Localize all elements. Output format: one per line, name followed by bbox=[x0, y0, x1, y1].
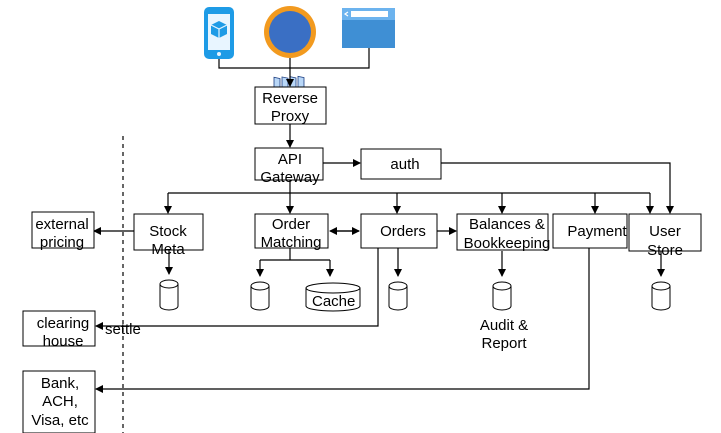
balances-bookkeeping-node: Balances &Bookkeeping bbox=[456, 213, 551, 252]
connectors bbox=[93, 48, 674, 393]
auth-node: auth bbox=[360, 148, 442, 180]
svg-text:Orders: Orders bbox=[380, 223, 426, 240]
audit-report-label: Audit &Report bbox=[480, 317, 528, 352]
svg-text:Bank,ACH,Visa, etc: Bank,ACH,Visa, etc bbox=[31, 375, 89, 429]
cache-label: Cache bbox=[312, 293, 355, 310]
svg-text:Balances &Bookkeeping: Balances &Bookkeeping bbox=[464, 216, 551, 252]
web-browser-icon bbox=[342, 8, 395, 48]
svg-text:Payment: Payment bbox=[567, 223, 627, 240]
balances-database bbox=[492, 281, 512, 311]
order-matching-database bbox=[250, 281, 270, 311]
svg-text:auth: auth bbox=[390, 156, 419, 173]
user-store-database bbox=[651, 281, 671, 311]
bank-node: Bank,ACH,Visa, etc bbox=[22, 370, 96, 433]
settle-label: settle bbox=[105, 321, 141, 338]
payment-node: Payment bbox=[552, 213, 628, 249]
cache-database bbox=[305, 282, 361, 312]
orders-node: Orders bbox=[360, 213, 438, 249]
stock-meta-database bbox=[159, 279, 179, 311]
mobile-app-icon bbox=[204, 7, 234, 59]
orders-database bbox=[388, 281, 408, 311]
